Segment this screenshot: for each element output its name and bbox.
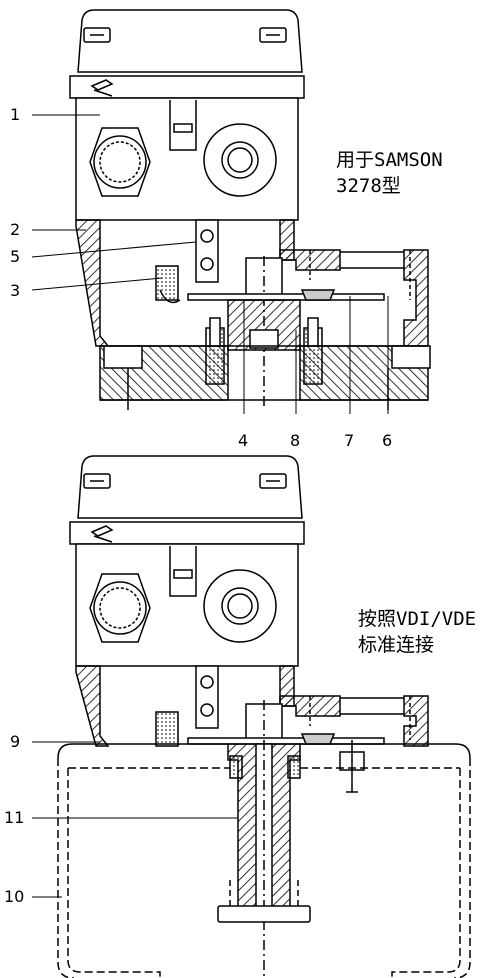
- caption-vdi-line1: 按照VDI/VDE: [358, 608, 477, 630]
- caption-samson: 用于SAMSON 3278型: [336, 147, 443, 199]
- callout-6: 6: [382, 431, 392, 450]
- callout-4: 4: [238, 431, 248, 450]
- callouts-fig1: 1 2 5 3 4 8 7 6: [10, 105, 392, 450]
- positioner-diagram-vdi: [32, 455, 471, 978]
- caption-vdi-line2: 标准连接: [358, 634, 435, 656]
- callout-9: 9: [10, 732, 20, 751]
- callouts-fig2: 9 11 10: [4, 732, 24, 906]
- callout-11: 11: [4, 808, 24, 827]
- callout-10: 10: [4, 887, 24, 906]
- caption-vdi: 按照VDI/VDE 标准连接: [358, 606, 476, 658]
- callout-8: 8: [290, 431, 300, 450]
- callout-5: 5: [10, 247, 20, 266]
- callout-7: 7: [344, 431, 354, 450]
- callout-1: 1: [10, 105, 20, 124]
- callout-2: 2: [10, 220, 20, 239]
- caption-samson-line1: 用于SAMSON: [336, 149, 443, 171]
- positioner-diagram-samson: [31, 9, 431, 414]
- callout-3: 3: [10, 281, 20, 300]
- caption-samson-line2: 3278型: [336, 175, 401, 197]
